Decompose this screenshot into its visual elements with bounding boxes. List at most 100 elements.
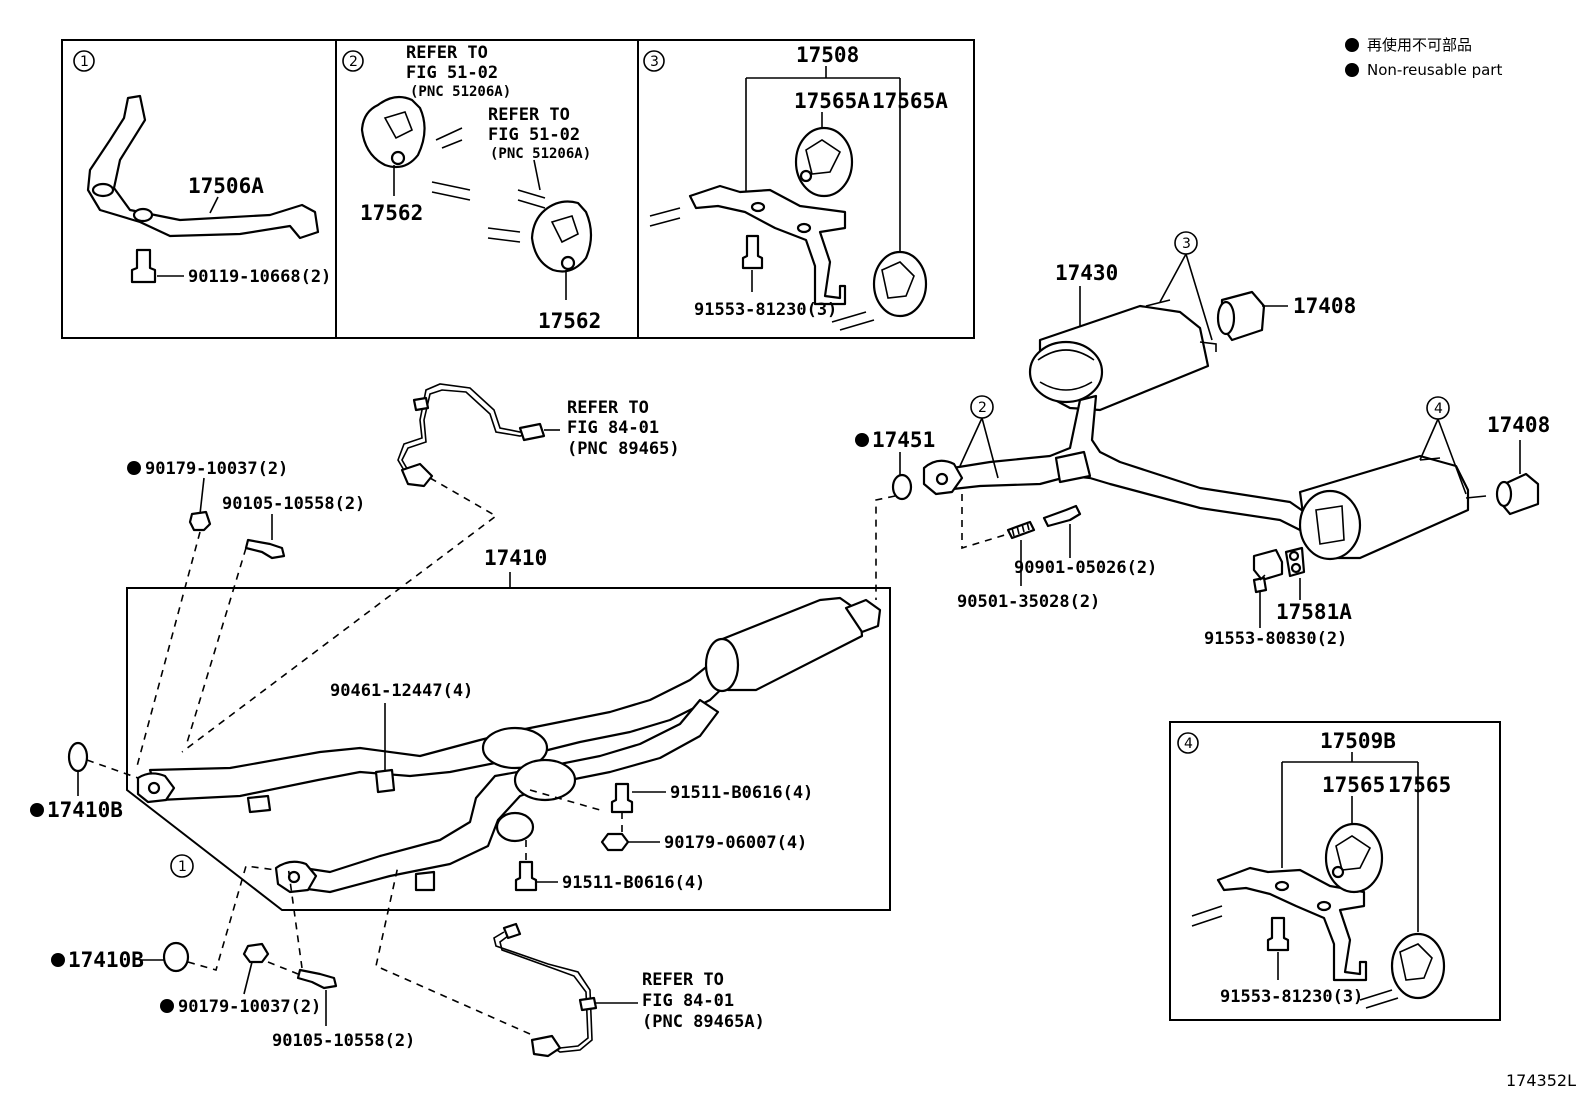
inset-2-marker-label: 2 xyxy=(349,54,358,70)
ref1-line1: REFER TO xyxy=(406,43,488,63)
hanger-slot xyxy=(383,111,414,140)
hanger-hole xyxy=(1290,562,1302,574)
assembly-boundary xyxy=(126,587,891,911)
gasket-dash xyxy=(86,759,139,779)
ref1-line2: FIG 51-02 xyxy=(406,63,498,83)
stud-bottom-label: 90105-10558(2) xyxy=(272,1031,415,1051)
rod xyxy=(649,207,681,227)
non-reusable-dot-icon xyxy=(1345,63,1359,77)
rubber-hanger-17565-a xyxy=(1324,822,1384,894)
bolt-icon xyxy=(514,860,538,892)
bolt-icon xyxy=(1266,916,1290,952)
hanger-slot xyxy=(1399,943,1433,981)
hanger-slot xyxy=(805,139,842,175)
spring-dash xyxy=(961,494,1009,550)
tail-tip-end xyxy=(1495,480,1513,508)
oxygen-sensor-upper: REFER TO FIG 84-01 (PNC 89465) xyxy=(181,383,680,753)
part-17506a-label: 17506A xyxy=(188,174,264,198)
inset-box-4 xyxy=(1169,721,1501,1021)
oxygen-sensor-lower: REFER TO FIG 84-01 (PNC 89465A) xyxy=(375,865,765,1058)
inset-1: 1 17506A 90119-10668(2) xyxy=(73,50,331,287)
tail-tip-17408-right-label: 17408 xyxy=(1487,413,1550,437)
figure-code: 174352L xyxy=(1506,1071,1576,1090)
bracket-leader xyxy=(745,66,901,252)
center-muffler-end xyxy=(704,637,740,693)
oxygen-sensor-icon xyxy=(530,1034,562,1058)
gasket-icon xyxy=(162,941,190,973)
bolt-91553-label: 91553-81230(3) xyxy=(694,300,837,320)
hanger-slot xyxy=(550,215,579,244)
legend-en: Non-reusable part xyxy=(1367,61,1502,79)
gasket-17451-label: 17451 xyxy=(872,428,935,452)
inset-2-marker xyxy=(342,50,364,72)
hanger-hole xyxy=(560,255,576,271)
muffler-hanger-rods xyxy=(1145,299,1217,352)
rear-flange xyxy=(844,598,882,634)
part-17565a-label-2: 17565A xyxy=(872,89,948,113)
gasket-17410b-label-1: 17410B xyxy=(47,798,123,822)
rubber-hanger-17565a-a xyxy=(794,126,854,198)
non-reusable-dot-icon xyxy=(855,433,869,447)
assembly-17410-label: 17410 xyxy=(484,546,547,570)
spring-coils xyxy=(1011,521,1030,537)
rubber-hanger-17562-b xyxy=(530,200,593,273)
leader-line xyxy=(209,196,219,214)
part-17562b-label: 17562 xyxy=(538,309,601,333)
inset-box-3 xyxy=(637,39,975,339)
legend: 再使用不可部品 Non-reusable part xyxy=(1345,36,1502,79)
part-17565-label-1: 17565 xyxy=(1322,773,1385,797)
marker-4-leader xyxy=(1419,418,1467,495)
hanger-slot xyxy=(881,261,915,299)
inset-3-marker xyxy=(643,50,665,72)
ref2-line3: (PNC 51206A) xyxy=(490,146,591,162)
catalytic-converter-upper xyxy=(481,726,549,770)
sensor-ref-bottom-1: REFER TO xyxy=(642,970,724,990)
bracket-hole xyxy=(750,201,766,213)
exhaust-bracket-17506a xyxy=(86,94,320,240)
rod xyxy=(435,127,463,149)
non-reusable-dot-icon xyxy=(51,953,65,967)
flange-hole xyxy=(935,472,949,486)
rod xyxy=(1191,905,1223,927)
assembly-dash xyxy=(525,789,623,862)
bolt-90119-label: 90119-10668(2) xyxy=(188,267,331,287)
tail-tip-end xyxy=(1216,300,1236,336)
sensor-ref-top-3: (PNC 89465) xyxy=(567,439,680,459)
front-pipe-assembly: 17410 1 90461-12447(4) 91511-B0616(4) xyxy=(126,546,891,911)
bracket-leader xyxy=(1281,752,1419,932)
inset-2: 2 REFER TO FIG 51-02 (PNC 51206A) REFER … xyxy=(342,43,601,333)
nut-icon xyxy=(600,832,630,852)
tail-pipe xyxy=(938,394,1318,532)
ref2-line1: REFER TO xyxy=(488,105,570,125)
muffler-17430-label: 17430 xyxy=(1055,261,1118,285)
sensor-wire xyxy=(397,383,536,485)
hanger-bolt-91553-label: 91553-80830(2) xyxy=(1204,629,1347,649)
bracket-boss xyxy=(132,207,154,223)
marker-2-leader xyxy=(959,417,999,479)
rod xyxy=(831,311,875,331)
hanger-dash xyxy=(1259,571,1269,581)
bolt-icon xyxy=(610,782,634,814)
inset-1-marker-label: 1 xyxy=(80,54,89,70)
sensor-ref-bottom-2: FIG 84-01 xyxy=(642,991,734,1011)
nut-bottom-label: 90179-10037(2) xyxy=(178,997,321,1017)
hanger-bracket-17508 xyxy=(688,184,847,306)
hanger-hole xyxy=(390,150,406,166)
part-17508-label: 17508 xyxy=(796,43,859,67)
non-reusable-dot-icon xyxy=(127,461,141,475)
sensor-ref-bottom-3: (PNC 89465A) xyxy=(642,1012,765,1032)
rear-muffler-assembly: 17451 17430 3 17408 2 xyxy=(855,231,1550,649)
oxygen-sensor-icon xyxy=(400,462,434,488)
rear-muffler-end xyxy=(1298,489,1362,561)
bolt-icon xyxy=(1042,504,1082,528)
rod xyxy=(431,181,471,201)
rear-muffler-rods xyxy=(1419,457,1487,499)
clamp-icon xyxy=(374,768,396,794)
marker-4-label: 4 xyxy=(1434,401,1443,417)
spring-90501-label: 90501-35028(2) xyxy=(957,592,1100,612)
ref1-line3: (PNC 51206A) xyxy=(410,84,511,100)
sensor-dash xyxy=(375,865,531,1035)
flange-hole xyxy=(287,870,301,884)
bracket-boss xyxy=(91,182,115,198)
